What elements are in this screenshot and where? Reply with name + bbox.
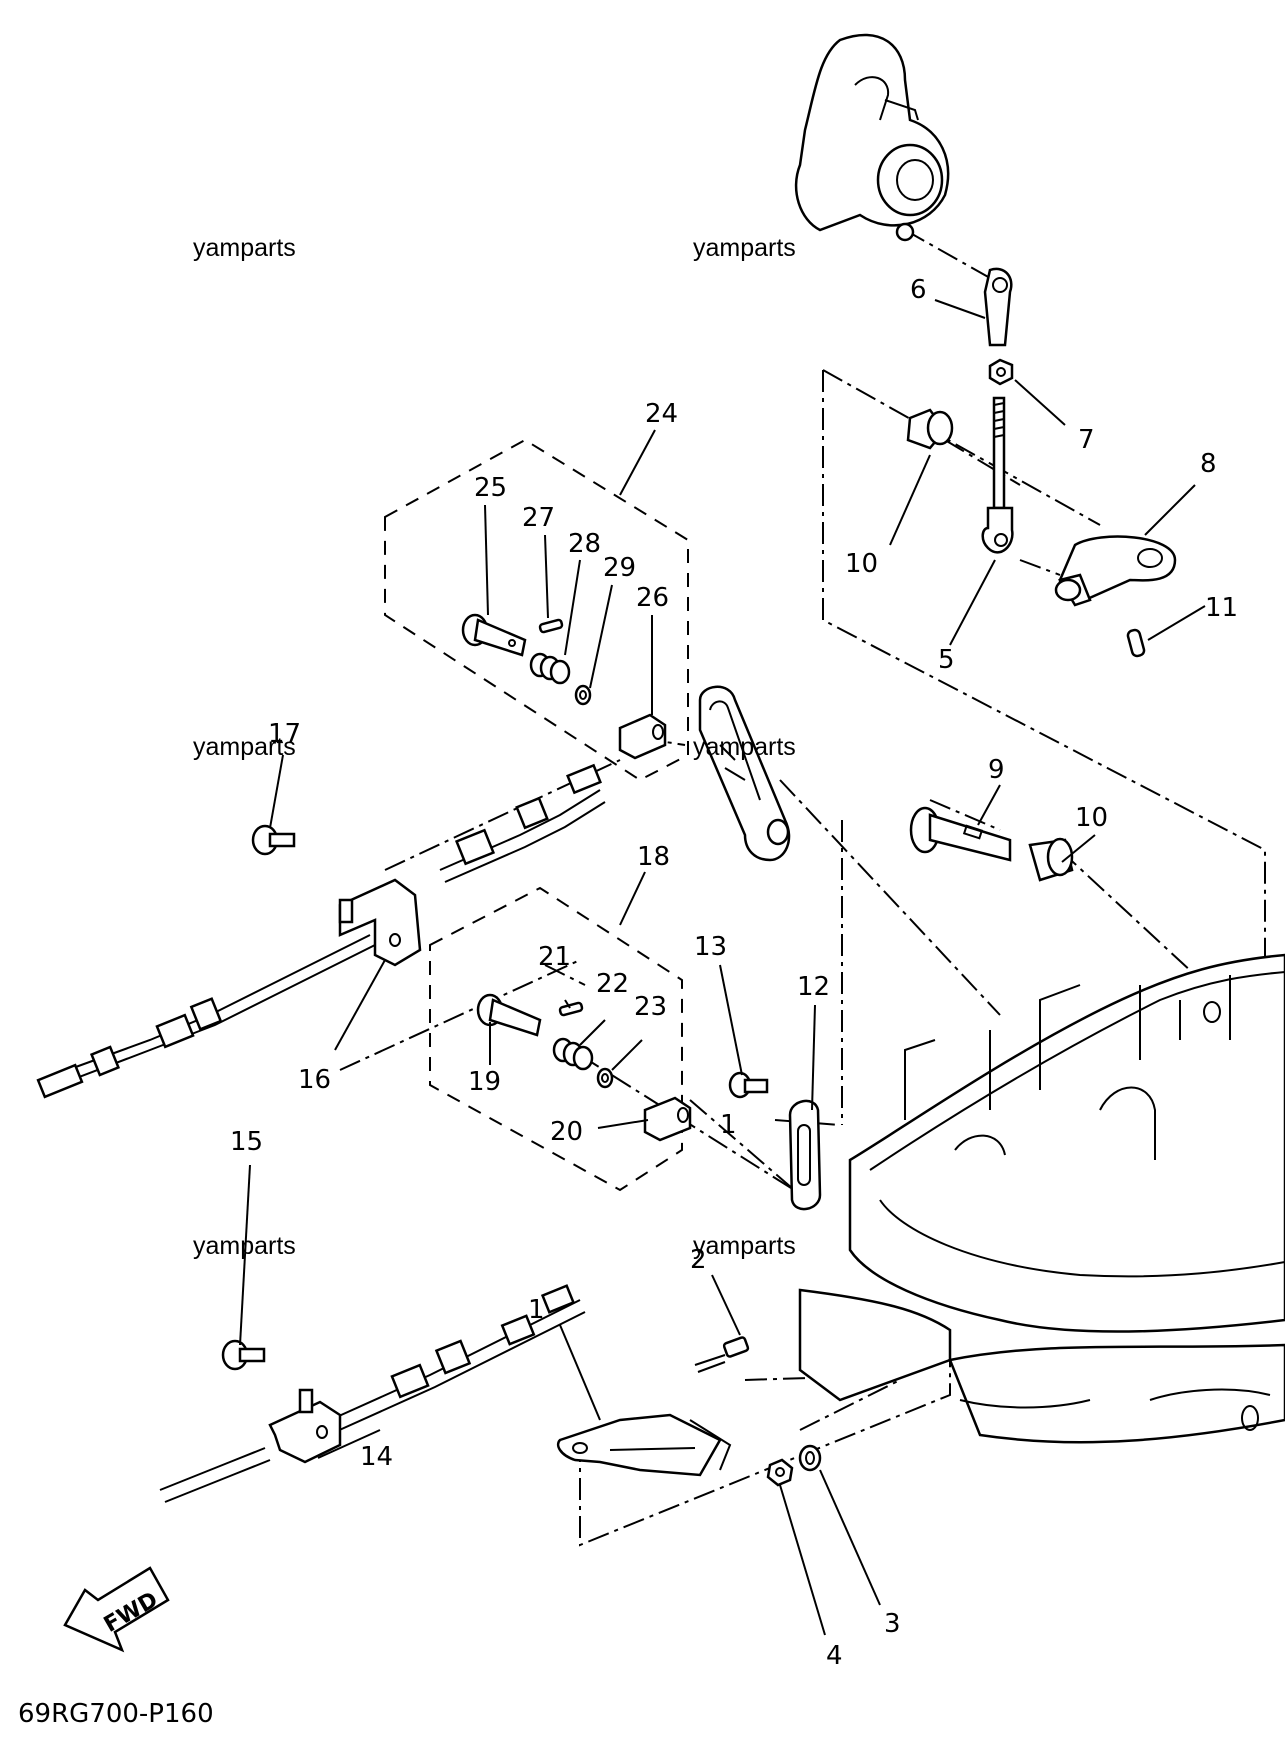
- nut-4: [766, 1458, 794, 1487]
- callout-6: 6: [910, 275, 927, 305]
- callout-25: 25: [474, 473, 507, 503]
- nut-7: [988, 358, 1014, 386]
- callout-7: 7: [1078, 425, 1095, 455]
- bracket-1: [556, 1413, 732, 1477]
- bottom-cowling: [798, 953, 1285, 1444]
- callout-19: 19: [468, 1067, 501, 1097]
- rod-end-6: [983, 267, 1013, 347]
- pin-25: [461, 613, 527, 657]
- watermark: yamparts: [193, 733, 296, 761]
- cable-end-20: [643, 1096, 692, 1142]
- callout-8: 8: [1200, 449, 1217, 479]
- shaft-9: [909, 806, 1012, 862]
- cable-end-26: [618, 713, 667, 760]
- callout-15: 15: [230, 1127, 263, 1157]
- bolt-13: [728, 1071, 769, 1099]
- watermark: yamparts: [693, 234, 796, 262]
- callout-18: 18: [637, 842, 670, 872]
- spring-22: [552, 1037, 594, 1071]
- clip-27: [538, 618, 564, 634]
- callout-17: 17: [268, 719, 301, 749]
- callout-3: 3: [884, 1609, 901, 1639]
- bolt-15: [221, 1339, 266, 1371]
- callout-20: 20: [550, 1117, 583, 1147]
- callout-1: 1: [528, 1295, 545, 1325]
- callout-11: 11: [1205, 593, 1238, 623]
- diagram-code: 69RG700-P160: [18, 1699, 214, 1729]
- assembly-box-18: [429, 886, 683, 1192]
- callout-21: 21: [538, 942, 571, 972]
- callout-2: 2: [690, 1245, 707, 1275]
- callout-5: 5: [938, 645, 955, 675]
- cable-clamp-14: [268, 1388, 342, 1464]
- throttle-cam-housing: [794, 33, 950, 242]
- bracket-plate: [698, 685, 791, 862]
- callout-10-lower: 10: [1075, 803, 1108, 833]
- pin-19: [476, 993, 542, 1037]
- cable-lower: [159, 1284, 586, 1503]
- callout-12: 12: [797, 972, 830, 1002]
- bushing-10-lower: [1028, 837, 1074, 882]
- callout-27: 27: [522, 503, 555, 533]
- bushing-10-upper: [906, 408, 954, 450]
- callout-16: 16: [298, 1065, 331, 1095]
- watermark: yamparts: [693, 1232, 796, 1260]
- bolt-17: [251, 824, 296, 856]
- bracket-upper-group: [822, 370, 1266, 1035]
- bracket-lower-group: [579, 1333, 951, 1547]
- callout-26: 26: [636, 583, 669, 613]
- pin-11: [1126, 628, 1146, 658]
- fwd-arrow-icon: FWD: [63, 1566, 170, 1653]
- assembly-box-24: [384, 438, 689, 782]
- callout-9: 9: [988, 755, 1005, 785]
- watermark: yamparts: [693, 733, 796, 761]
- callout-14: 14: [360, 1442, 393, 1472]
- watermark: yamparts: [193, 1232, 296, 1260]
- callout-4: 4: [826, 1641, 843, 1671]
- washer-29: [574, 684, 592, 706]
- callout-10-upper: 10: [845, 549, 878, 579]
- washer-3: [798, 1444, 822, 1472]
- callout-22: 22: [596, 969, 629, 999]
- spring-28: [529, 652, 571, 685]
- cable-clamp-16: [338, 878, 422, 967]
- clip-21: [558, 1001, 584, 1017]
- callout-13: 13: [694, 932, 727, 962]
- bolt-2: [694, 1336, 750, 1373]
- watermark: yamparts: [193, 234, 296, 262]
- slotted-link-12: [788, 1099, 822, 1211]
- callout-1-link: 1: [720, 1110, 737, 1140]
- lever-8: [1054, 535, 1177, 607]
- callout-29: 29: [603, 553, 636, 583]
- cable-upper: [36, 763, 606, 1099]
- callout-24: 24: [645, 399, 678, 429]
- link-rod-5: [981, 396, 1014, 554]
- washer-23: [596, 1067, 614, 1089]
- callout-23: 23: [634, 992, 667, 1022]
- callout-28: 28: [568, 529, 601, 559]
